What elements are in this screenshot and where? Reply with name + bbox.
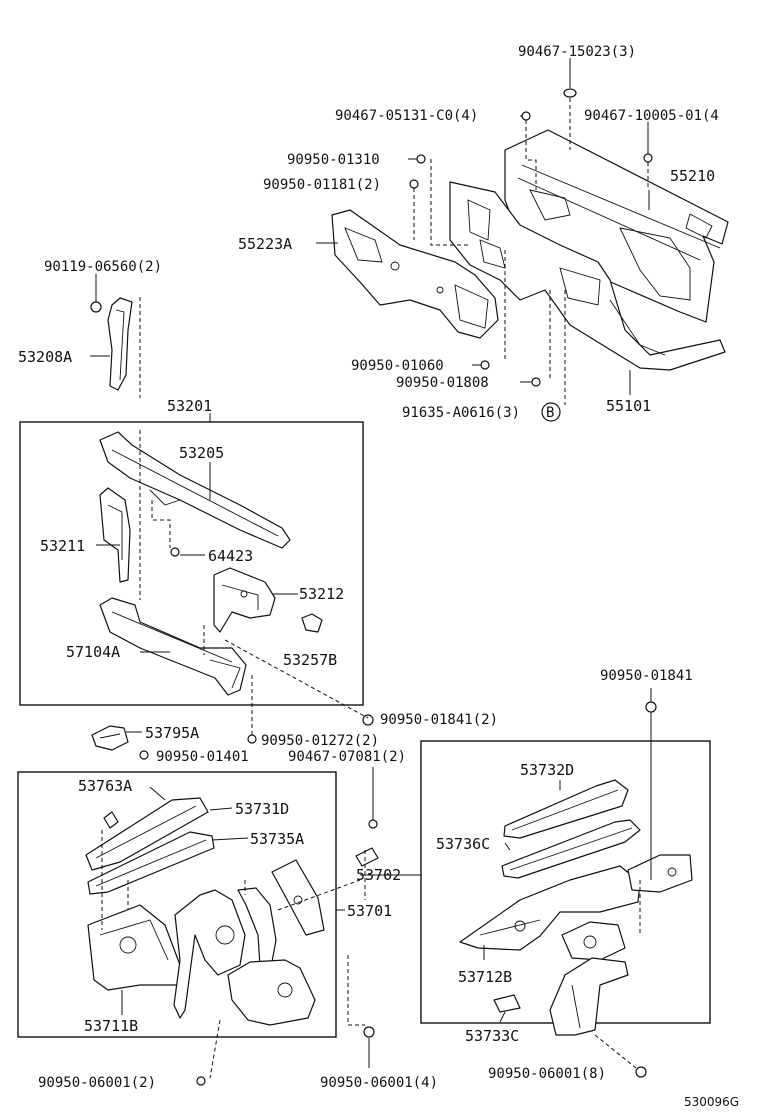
label-90467-10005: 90467-10005-01(4 [584,108,719,124]
apron-member-53735A [87,831,215,895]
label-90950-01181: 90950-01181(2) [263,177,381,193]
label-90950-06001-4: 90950-06001(4) [320,1075,438,1091]
apron-panel-53712B [459,865,641,951]
apron-bracket-right [627,854,693,893]
label-64423: 64423 [208,547,253,565]
label-53733C: 53733C [465,1027,519,1045]
apron-lower-panel [227,959,316,1026]
label-53763A: 53763A [78,777,132,795]
dash-panel-55101 [449,181,726,371]
label-90950-06001-2: 90950-06001(2) [38,1075,156,1091]
label-53702: 53702 [356,866,401,884]
label-53211: 53211 [40,537,85,555]
apron-clip-53702 [355,847,379,867]
label-53731D: 53731D [235,800,289,818]
label-53736C: 53736C [436,835,490,853]
label-90950-01060: 90950-01060 [351,358,444,374]
label-90950-01310: 90950-01310 [287,152,380,168]
apron-upper-53731D [85,797,209,871]
label-90119-06560: 90119-06560(2) [44,259,162,275]
label-53201: 53201 [167,397,212,415]
label-53732D: 53732D [520,761,574,779]
label-55101: 55101 [606,397,651,415]
label-53212: 53212 [299,585,344,603]
label-90950-01808: 90950-01808 [396,375,489,391]
label-55223A: 55223A [238,235,292,253]
bracket-53257B [301,613,323,633]
label-53208A: 53208A [18,348,72,366]
label-53257B: 53257B [283,651,337,669]
label-90950-06001-8: 90950-06001(8) [488,1066,606,1082]
label-53735A: 53735A [250,830,304,848]
callout-labels: 90467-15023(3) 90467-05131-C0(4) 90467-1… [18,44,739,1109]
group-box-53701 [17,771,337,1038]
wheel-housing-arch [237,887,277,967]
label-55210: 55210 [670,167,715,185]
wheel-housing-right [561,921,626,961]
apron-upper-53732D [503,779,629,839]
label-91635-A0616: 91635-A0616(3) [402,405,520,421]
label-90950-01841-top: 90950-01841 [600,668,693,684]
label-90467-07081: 90467-07081(2) [288,749,406,765]
apron-member-53736C [501,819,641,879]
brace-53208A [107,297,133,391]
radiator-support-upper-53205 [99,431,291,549]
bracket-53795A [91,725,129,751]
apron-gusset [271,859,325,936]
label-53205: 53205 [179,444,224,462]
assembly-lines [101,98,649,1079]
apron-lower-right [549,957,629,1036]
drawing-code: 530096G [684,1095,739,1109]
label-90467-15023: 90467-15023(3) [518,44,636,60]
leader-lines [90,58,652,1068]
group-box-53201 [19,421,364,706]
label-90950-01272: 90950-01272(2) [261,733,379,749]
radiator-support-lower-57104A [99,597,247,696]
label-90950-01841-2: 90950-01841(2) [380,712,498,728]
wheel-housing-inner [173,889,246,1019]
label-53711B: 53711B [84,1017,138,1035]
label-marker-b: B [546,405,554,421]
label-57104A: 57104A [66,643,120,661]
label-90950-01401: 90950-01401 [156,749,249,765]
radiator-support-side-53212 [213,567,276,633]
label-53712B: 53712B [458,968,512,986]
reference-marker-circle [541,402,561,422]
label-53795A: 53795A [145,724,199,742]
label-53701: 53701 [347,902,392,920]
bracket-53733C [493,994,521,1013]
dash-panel-insulator-55223A [331,209,499,339]
label-90467-05131: 90467-05131-C0(4) [335,108,478,124]
apron-reinforcement-53763A [103,811,119,829]
radiator-support-side-53211 [99,487,131,583]
